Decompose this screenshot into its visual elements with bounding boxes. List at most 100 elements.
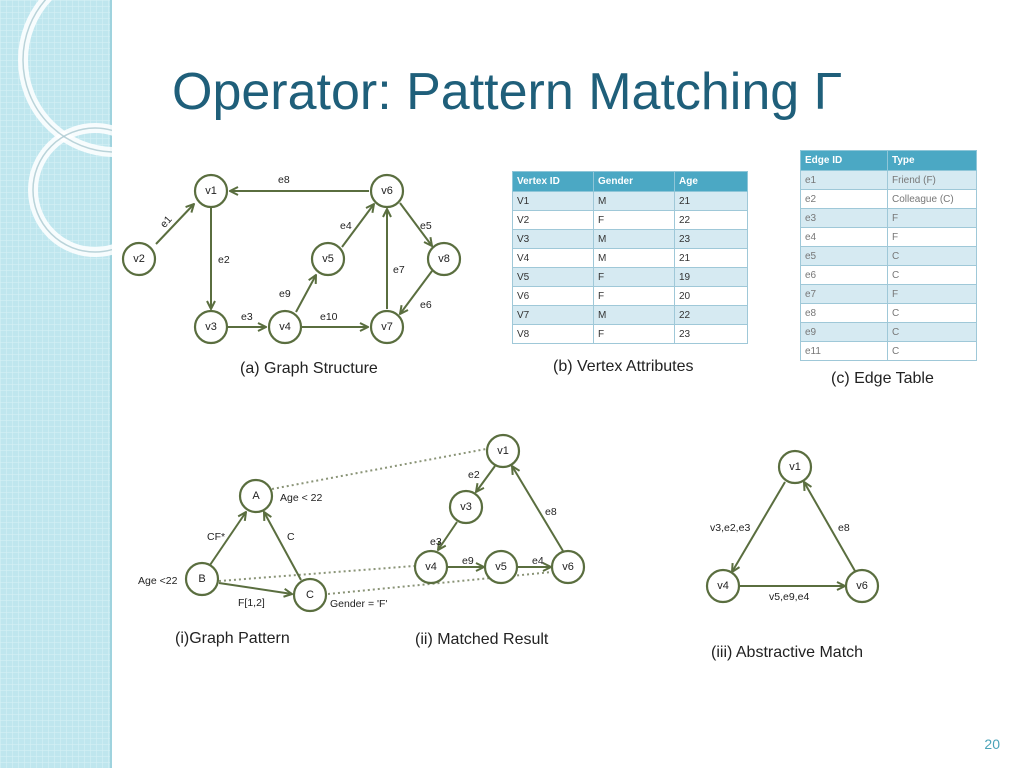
edge-label-e7: e7	[393, 264, 405, 276]
table-cell: e6	[800, 265, 888, 285]
edge-label-e10: e10	[320, 311, 338, 323]
table-cell: C	[887, 341, 977, 361]
caption-edge-table: (c) Edge Table	[831, 370, 934, 387]
abstract-edge-label-e8: e8	[838, 522, 850, 534]
pattern-condition-c: Gender = 'F'	[330, 598, 387, 610]
svg-text:C: C	[306, 589, 314, 601]
abstract-edge-label-v5e9e4: v5,e9,e4	[769, 591, 809, 603]
table-header-cell: Gender	[593, 171, 675, 192]
matched-node-v6: v6	[550, 549, 586, 585]
graph-node-v3: v3	[193, 309, 229, 345]
abstract-node-v1: v1	[777, 449, 813, 485]
table-header-cell: Type	[887, 150, 977, 171]
table-cell: V3	[512, 229, 594, 249]
table-cell: M	[593, 305, 675, 325]
table-cell: V7	[512, 305, 594, 325]
table-cell: C	[887, 322, 977, 342]
matched-edge-label-e9: e9	[462, 555, 474, 567]
table-cell: F	[887, 284, 977, 304]
matched-node-v4: v4	[413, 549, 449, 585]
graph-node-v4: v4	[267, 309, 303, 345]
svg-text:v5: v5	[495, 561, 507, 573]
table-cell: 19	[674, 267, 748, 287]
caption-matched-result: (ii) Matched Result	[415, 631, 549, 648]
table-cell: F	[887, 227, 977, 247]
pattern-edge-label-c: C	[287, 531, 295, 543]
pattern-condition-a: Age < 22	[280, 492, 322, 504]
slide-title: Operator: Pattern Matching Γ	[172, 63, 843, 121]
edge-label-e6: e6	[420, 299, 432, 311]
abstract-node-v4: v4	[705, 568, 741, 604]
svg-text:v1: v1	[497, 445, 509, 457]
svg-text:v2: v2	[133, 253, 145, 265]
pattern-condition-b: Age <22	[138, 575, 178, 587]
svg-text:v4: v4	[425, 561, 437, 573]
svg-text:v1: v1	[205, 185, 217, 197]
svg-text:A: A	[252, 490, 260, 502]
pattern-node-C: C	[292, 577, 328, 613]
table-cell: Friend (F)	[887, 170, 977, 190]
table-cell: e8	[800, 303, 888, 323]
abstract-edge-label-v3e2e3: v3,e2,e3	[710, 522, 750, 534]
matched-edge-label-e8: e8	[545, 506, 557, 518]
table-cell: 21	[674, 191, 748, 211]
abstractive-match: v1 v4 v6 v3,e2,e3 e8 v5,e9,e4	[705, 449, 880, 604]
edge-label-e3: e3	[241, 311, 253, 323]
svg-text:v6: v6	[381, 185, 393, 197]
graph-node-v7: v7	[369, 309, 405, 345]
table-header-row: Vertex ID Gender Age	[512, 171, 748, 192]
caption-abstractive-match: (iii) Abstractive Match	[711, 644, 864, 661]
table-cell: F	[593, 267, 675, 287]
table-cell: V1	[512, 191, 594, 211]
table-cell: 21	[674, 248, 748, 268]
matched-edge-label-e2: e2	[468, 469, 480, 481]
svg-text:v5: v5	[322, 253, 334, 265]
graph-node-v8: v8	[426, 241, 462, 277]
edge-label-e9: e9	[279, 288, 291, 300]
table-header-cell: Vertex ID	[512, 171, 594, 192]
abstract-node-v6: v6	[844, 568, 880, 604]
table-cell: M	[593, 248, 675, 268]
svg-text:v6: v6	[562, 561, 574, 573]
table-cell: 22	[674, 305, 748, 325]
matched-result: v1 v3 v4 v5 v6 e2 e3 e9 e4 e8	[413, 433, 586, 585]
svg-text:v1: v1	[789, 461, 801, 473]
table-header-cell: Age	[674, 171, 748, 192]
graph-node-v1: v1	[193, 173, 229, 209]
matched-edge-label-e4: e4	[532, 555, 544, 567]
table-cell: F	[593, 324, 675, 344]
table-cell: F	[593, 210, 675, 230]
pattern-edge-label-cf: CF*	[207, 531, 225, 543]
pattern-node-A: A	[238, 478, 274, 514]
pattern-correspondence-lines	[218, 448, 553, 595]
table-cell: M	[593, 229, 675, 249]
table-cell: e2	[800, 189, 888, 209]
table-cell: C	[887, 303, 977, 323]
graph-node-v6: v6	[369, 173, 405, 209]
pattern-edge-label-f12: F[1,2]	[238, 597, 265, 609]
table-cell: F	[887, 208, 977, 228]
table-cell: e11	[800, 341, 888, 361]
table-cell: e5	[800, 246, 888, 266]
svg-text:v8: v8	[438, 253, 450, 265]
caption-vertex-attributes: (b) Vertex Attributes	[553, 358, 694, 375]
graph-node-v2: v2	[121, 241, 157, 277]
table-cell: V4	[512, 248, 594, 268]
table-cell: M	[593, 191, 675, 211]
table-cell: V2	[512, 210, 594, 230]
